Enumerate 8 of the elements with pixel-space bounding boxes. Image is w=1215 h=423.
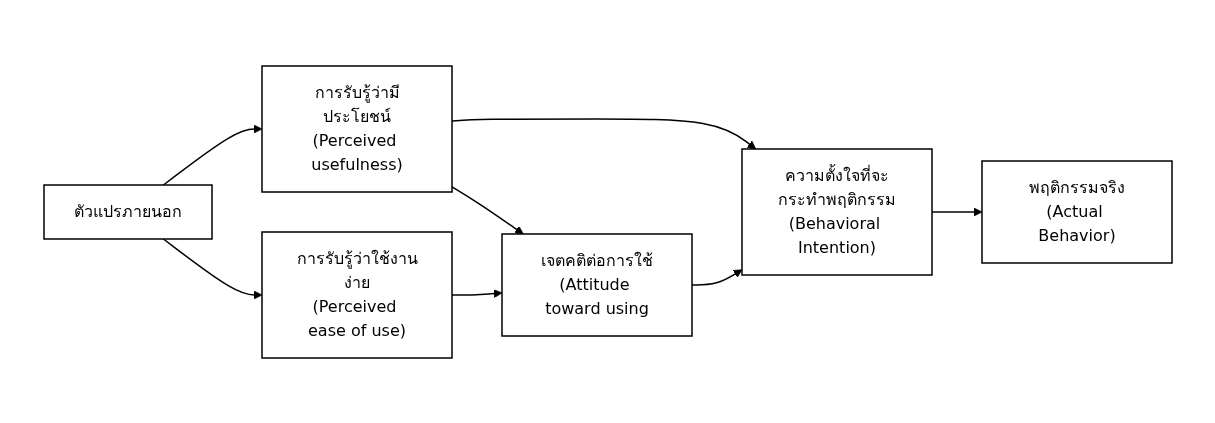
node-box: การรับรู้ว่าใช้งานง่าย (Perceived ease of use): [260, 230, 453, 359]
node-box: ตัวแปรภายนอก: [42, 183, 213, 240]
arrow: [162, 237, 262, 299]
arrow: [162, 124, 262, 186]
node-box: พฤติกรรมจริง (Actual Behavior): [980, 159, 1173, 264]
node-box: ความตั้งใจที่จะกระทำพฤติกรรม (Behavioral Intention): [740, 147, 933, 276]
node-box: เจตคติต่อการใช้ (Attitude toward using: [500, 232, 693, 337]
node-box: การรับรู้ว่ามีประโยชน์ (Perceived usefulness): [260, 64, 453, 193]
